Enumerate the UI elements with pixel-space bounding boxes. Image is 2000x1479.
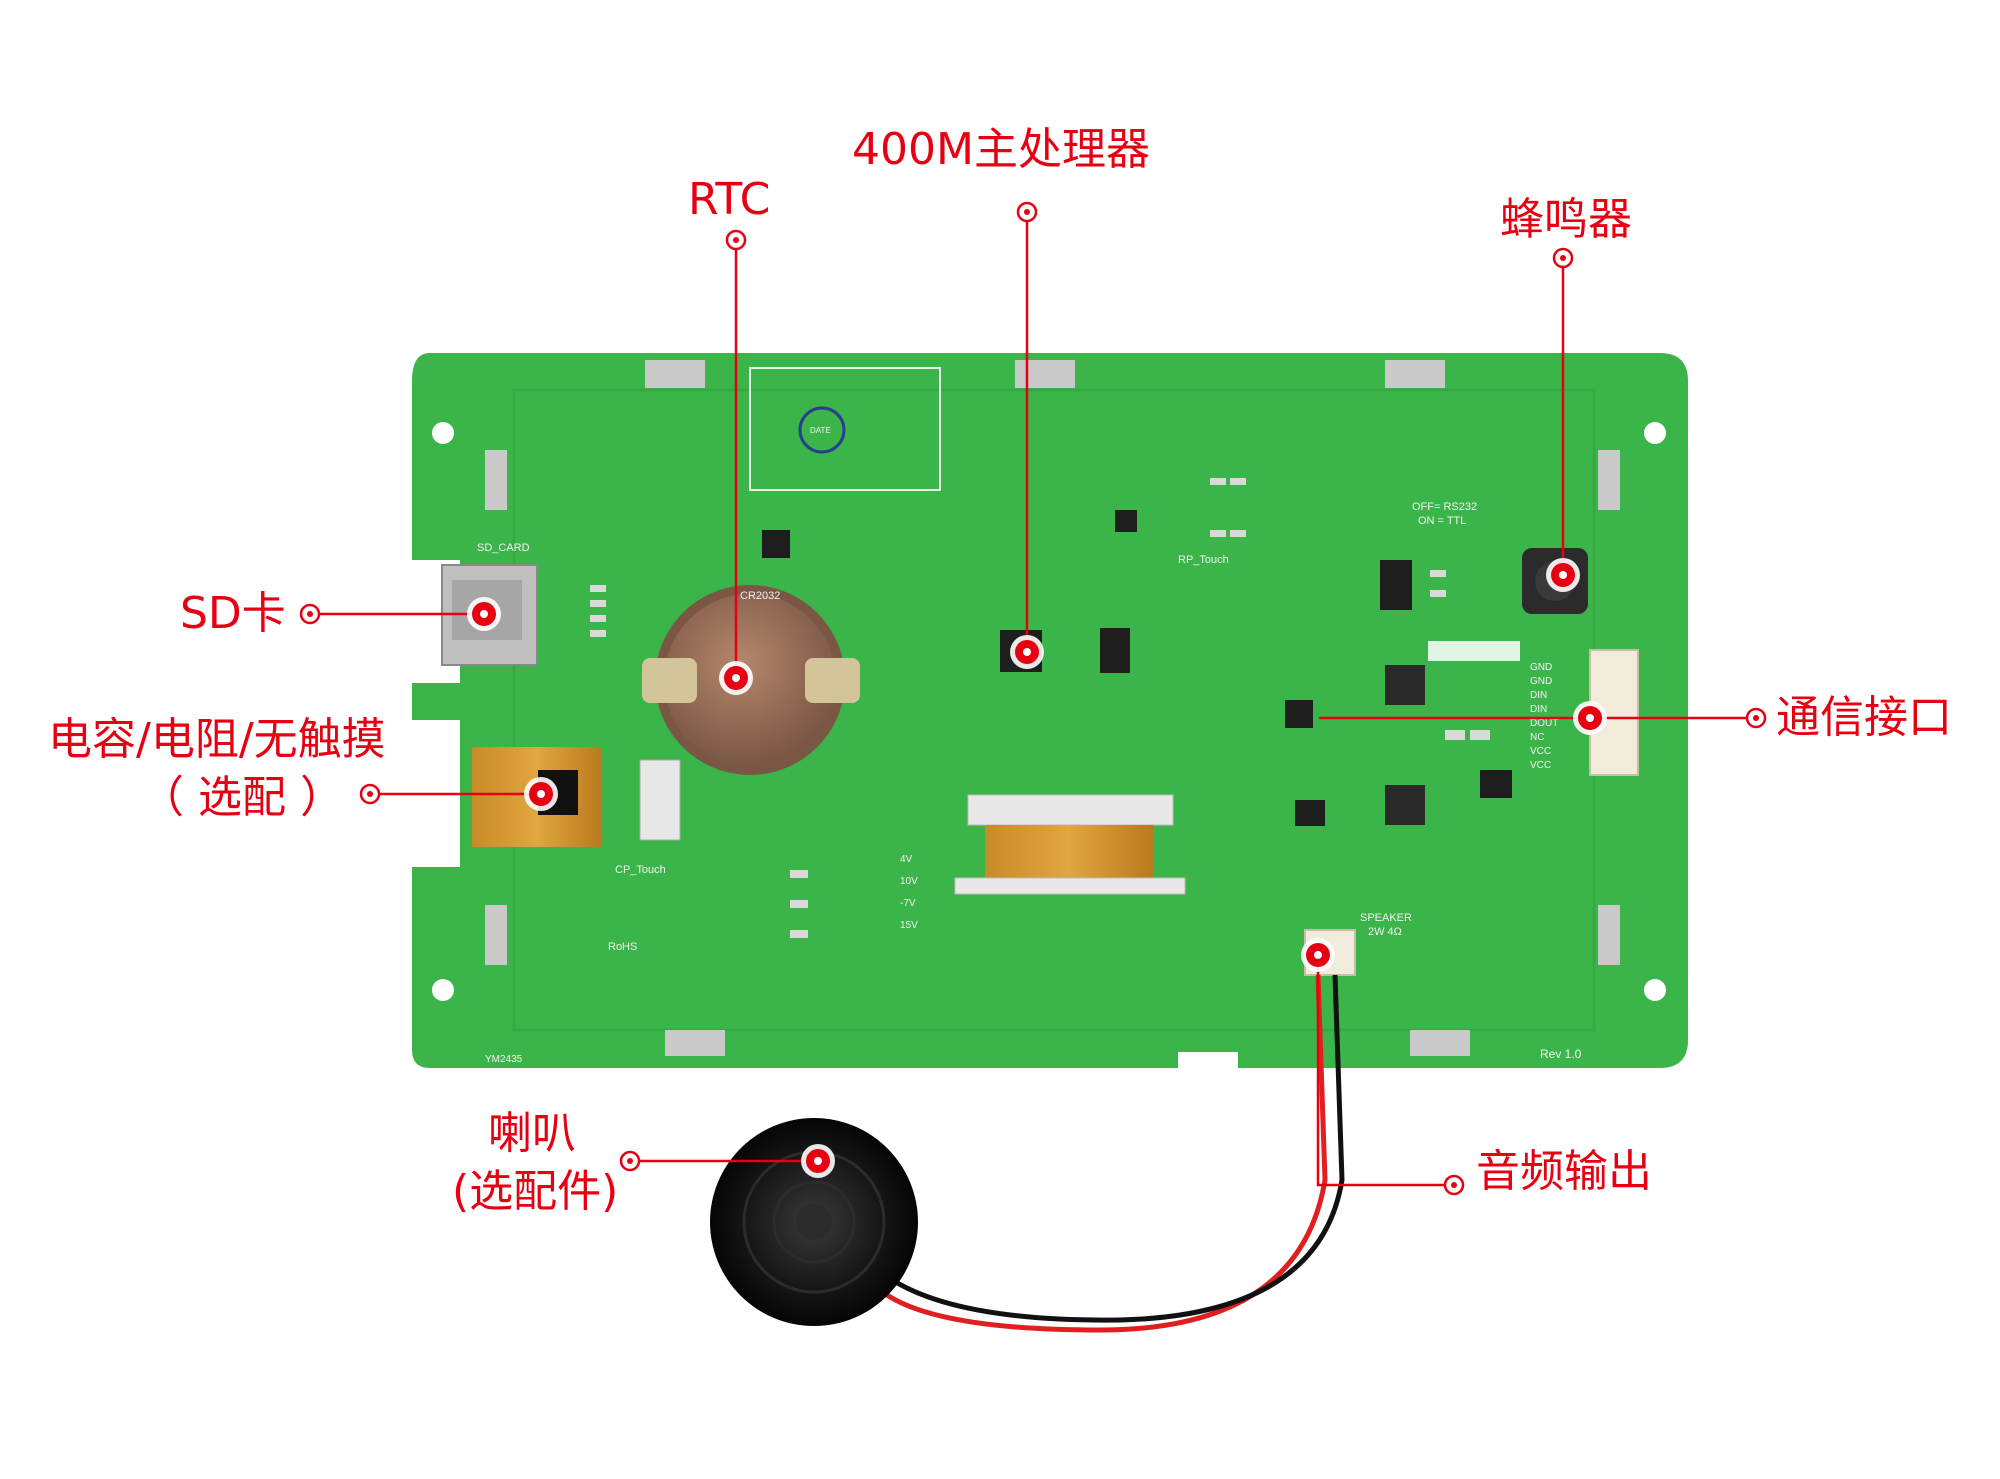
label-buzzer: 蜂鸣器 <box>1500 194 1632 245</box>
callout-ring-markers <box>299 201 1767 1196</box>
svg-text:DIN: DIN <box>1530 690 1547 701</box>
pcb-board: SD_CARD CR2032 CP_Touch RP_Touch OFF= RS… <box>412 353 1688 1068</box>
silk-sd-card: SD_CARD <box>477 542 530 554</box>
label-sd-card: SD卡 <box>180 588 286 639</box>
svg-text:15V: 15V <box>900 920 918 931</box>
silk-j5-note2: ON = TTL <box>1418 515 1466 527</box>
label-processor: 400M主处理器 <box>852 124 1150 175</box>
target-comm <box>1573 701 1607 735</box>
svg-text:VCC: VCC <box>1530 746 1551 757</box>
silk-voltages: 4V 10V -7V 15V <box>900 854 918 931</box>
label-comm-interface: 通信接口 <box>1776 692 1952 743</box>
svg-text:NC: NC <box>1530 732 1544 743</box>
svg-text:DIN: DIN <box>1530 704 1547 715</box>
silk-cp-touch: CP_Touch <box>615 864 666 876</box>
silk-rev: Rev 1.0 <box>1540 1047 1582 1061</box>
svg-text:VCC: VCC <box>1530 760 1551 771</box>
label-touch-line1: 电容/电阻/无触摸 <box>48 714 386 765</box>
target-rtc <box>719 661 753 695</box>
label-speaker-line2: (选配件) <box>452 1166 619 1217</box>
label-rtc: RTC <box>688 174 771 225</box>
silk-board-code: YM2435 <box>485 1054 523 1065</box>
target-sd-card <box>467 597 501 631</box>
svg-text:10V: 10V <box>900 876 918 887</box>
svg-text:DOUT: DOUT <box>1530 718 1558 729</box>
svg-text:GND: GND <box>1530 662 1552 673</box>
label-audio-output: 音频输出 <box>1476 1146 1652 1197</box>
silk-rohs: RoHS <box>608 941 637 953</box>
target-audio <box>1301 938 1335 972</box>
silk-j5-note1: OFF= RS232 <box>1412 501 1477 513</box>
silk-j4-pins: GND GND DIN DIN DOUT NC VCC VCC <box>1530 662 1558 771</box>
silk-speaker-spec: 2W 4Ω <box>1368 926 1402 938</box>
silk-date-stamp: DATE <box>810 426 831 435</box>
svg-text:4V: 4V <box>900 854 913 865</box>
label-touch-line2: （ 选配 ） <box>140 772 344 823</box>
speaker-assembly <box>710 974 1345 1333</box>
svg-text:-7V: -7V <box>900 898 916 909</box>
label-speaker-line1: 喇叭 <box>488 1108 576 1159</box>
target-speaker <box>801 1144 835 1178</box>
callout-targets <box>467 558 1607 1178</box>
svg-text:GND: GND <box>1530 676 1552 687</box>
silk-speaker: SPEAKER <box>1360 912 1412 924</box>
callout-lines <box>310 212 1756 1187</box>
target-buzzer <box>1546 558 1580 592</box>
silk-rp-touch: RP_Touch <box>1178 554 1229 566</box>
target-touch <box>524 777 558 811</box>
target-processor <box>1010 635 1044 669</box>
silk-cr2032: CR2032 <box>740 590 780 602</box>
